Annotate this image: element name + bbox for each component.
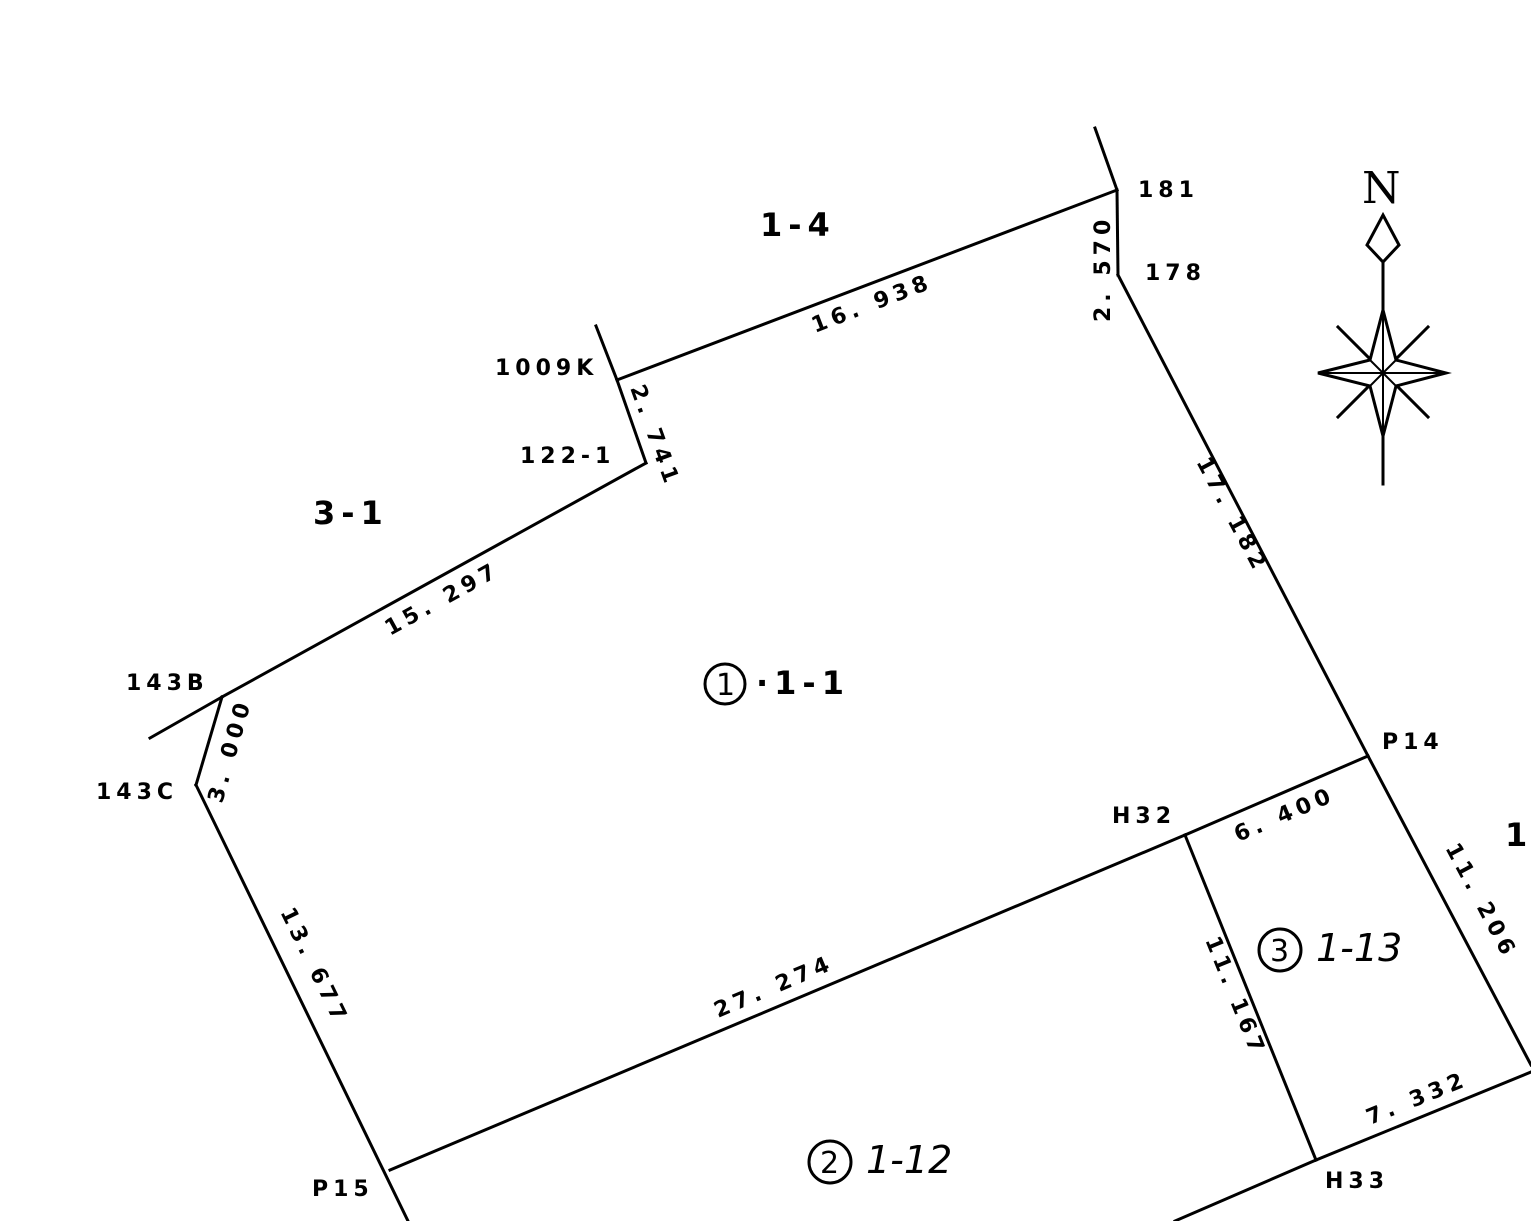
line-1009k-extension (594, 324, 619, 382)
distance-7-332: 7. 332 (1363, 1067, 1472, 1130)
distance-13-677: 13. 677 (275, 904, 353, 1030)
parcel-east-partial: 1 (1505, 816, 1531, 854)
line-143b-extension (147, 694, 225, 741)
compass-rose-icon: N (1317, 163, 1452, 486)
line-181-extension (1093, 126, 1119, 192)
line-p14-east (1365, 753, 1531, 1068)
line-122-1-143b (219, 460, 649, 700)
boundary-lines (147, 126, 1531, 1221)
lot-2-circle (807, 1139, 853, 1185)
lot-2-number: 2 (820, 1146, 839, 1181)
distance-3-000: 3. 000 (204, 696, 258, 806)
point-143b: 143B (126, 671, 209, 696)
point-122-1: 122-1 (520, 444, 615, 469)
lot-1-number: 1 (716, 668, 735, 703)
line-181-1009k (615, 188, 1119, 382)
line-143b-143c (194, 695, 224, 787)
point-h32: H32 (1112, 804, 1176, 829)
distance-2-570: 2. 570 (1091, 215, 1116, 322)
point-143c: 143C (96, 780, 178, 805)
point-181: 181 (1138, 178, 1199, 203)
distance-11-206: 11. 206 (1440, 839, 1522, 963)
parcel-3-1: 3-1 (313, 494, 389, 532)
lot-1-label: ·1-1 (756, 664, 850, 702)
line-h33-southwest (1173, 1158, 1318, 1221)
line-h33-east (1314, 1070, 1531, 1162)
line-1009k-122-1 (615, 378, 648, 465)
parcel-labels: 1-4 3-1 1 1 ·1-1 2 1-12 3 1-13 (313, 206, 1531, 1185)
point-178: 178 (1145, 261, 1206, 286)
distance-2-741: 2. 741 (624, 382, 684, 491)
north-letter: N (1362, 163, 1401, 214)
point-p15: P15 (312, 1177, 374, 1202)
lot-1-circle (703, 662, 747, 706)
line-143c-p15 (193, 782, 410, 1221)
lot-2-label: 1-12 (866, 1138, 952, 1182)
line-178-p14 (1115, 272, 1371, 759)
lot-3-circle (1257, 927, 1303, 973)
lot-3: 3 1-13 (1257, 926, 1402, 973)
line-181-178 (1115, 188, 1120, 277)
line-h32-h33 (1183, 833, 1318, 1162)
lot-2: 2 1-12 (807, 1138, 952, 1185)
distance-17-182: 17. 182 (1191, 453, 1273, 577)
distance-27-274: 27. 274 (711, 951, 838, 1024)
line-p15-h32 (388, 833, 1187, 1172)
point-labels: 181 178 1009K 122-1 143B 143C P14 H32 P1… (96, 178, 1444, 1202)
lot-3-label: 1-13 (1316, 926, 1402, 970)
lot-3-number: 3 (1270, 934, 1289, 969)
distance-16-938: 16. 938 (808, 270, 936, 339)
point-1009k: 1009K (495, 356, 598, 381)
parcel-1-4: 1-4 (760, 206, 836, 244)
point-h33: H33 (1325, 1169, 1389, 1194)
point-p14: P14 (1382, 730, 1444, 755)
north-diamond (1365, 211, 1401, 265)
lot-1: 1 ·1-1 (703, 662, 850, 706)
line-h32-p14 (1183, 754, 1370, 837)
